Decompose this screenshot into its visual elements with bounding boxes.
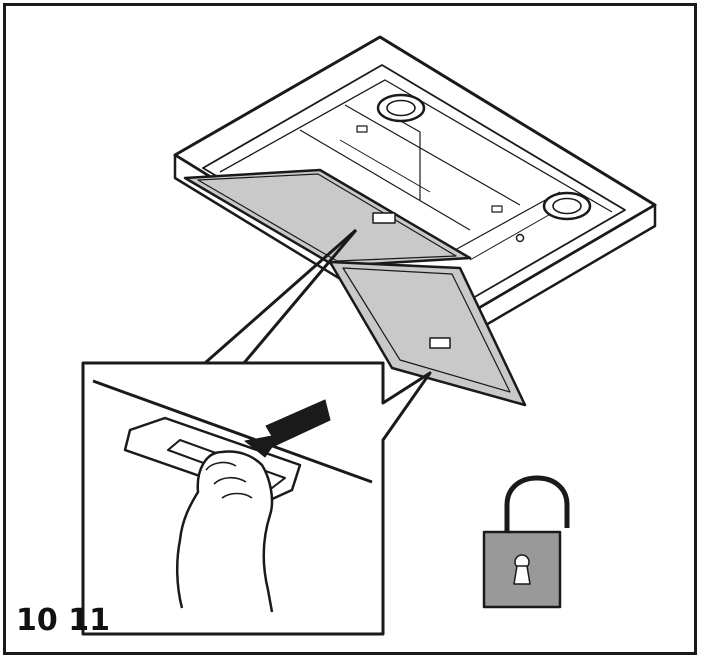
push-arrow-icon	[244, 399, 331, 458]
unlocked-padlock-icon	[482, 475, 570, 609]
grease-filter	[183, 168, 527, 407]
callout-pointer	[204, 228, 358, 365]
step-number: 10 11	[16, 603, 110, 638]
hood-light-icon	[376, 93, 426, 123]
hand-icon	[175, 450, 274, 613]
detail-inset	[81, 361, 432, 636]
